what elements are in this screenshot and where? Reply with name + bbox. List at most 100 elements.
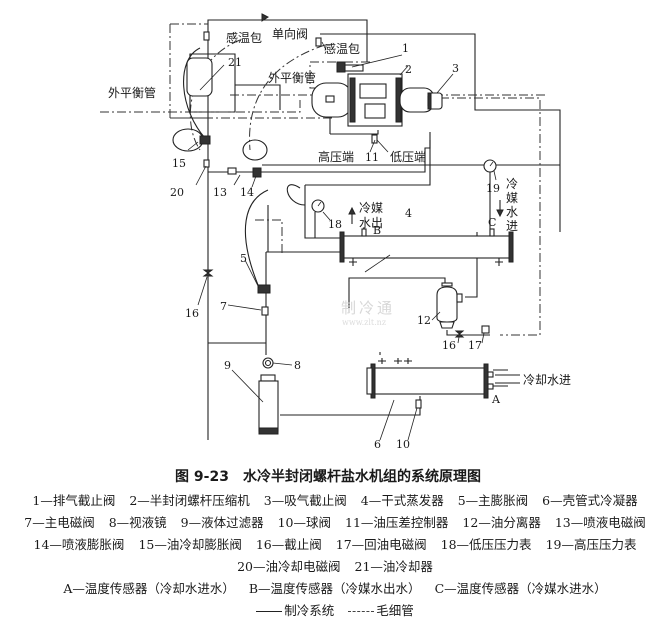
legend-row-4: 20—油冷却电磁阀 21—油冷却器 <box>0 556 670 578</box>
oil-return-solenoid-valve <box>481 325 490 334</box>
sensor-b-label: B <box>373 224 381 237</box>
part-number-12: 12 <box>417 314 431 327</box>
stop-valve-right <box>454 330 465 338</box>
figure-title: 图 9-23 水冷半封闭螺杆盐水机组的系统原理图 <box>0 466 670 486</box>
oil-separator <box>436 282 463 329</box>
watermark-url: www.zlt.nz <box>342 318 386 327</box>
legend-item: 14—喷液膨胀阀 <box>33 537 125 552</box>
ball-valve <box>415 399 422 409</box>
solid-line-swatch <box>256 611 283 612</box>
part-number-9: 9 <box>224 359 231 372</box>
figure-title-text: 水冷半封闭螺杆盐水机组的系统原理图 <box>242 469 481 485</box>
brine-in-char-4: 进 <box>506 219 518 233</box>
system-schematic: 制冷通 www.zlt.nz 感温包 单向阀 感温包 外平衡管 外平衡管 高压端… <box>100 13 571 451</box>
legend-row-1: 1—排气截止阀 2—半封闭螺杆压缩机 3—吸气截止阀 4—干式蒸发器 5—主膨胀阀 6—壳… <box>0 490 670 512</box>
legend-item: 17—回油电磁阀 <box>335 537 427 552</box>
part-number-17: 17 <box>468 339 482 352</box>
screw-compressor <box>311 61 443 127</box>
arrow-head-up-icon <box>348 206 356 215</box>
part-number-8: 8 <box>294 359 301 372</box>
legend-item: C—温度传感器（冷媒水进水） <box>434 581 607 596</box>
check-valve-label: 单向阀 <box>272 26 308 41</box>
dry-evaporator <box>339 228 514 266</box>
high-pressure-gauge <box>483 159 497 173</box>
sensing-bulb-left <box>203 31 210 41</box>
legend-item: 4—干式蒸发器 <box>360 493 444 508</box>
legend-row-5: A—温度传感器（冷却水进水） B—温度传感器（冷媒水出水） C—温度传感器（冷媒水进… <box>0 578 670 600</box>
capillary-lines <box>100 23 545 336</box>
figure-number: 图 9-23 <box>175 469 229 485</box>
oil-cooling-solenoid-valve <box>203 159 210 168</box>
sight-glass <box>262 357 274 369</box>
oil-cooling-expansion-valve <box>199 135 211 145</box>
part-number-1: 1 <box>402 42 409 55</box>
oil-cooler <box>186 57 213 97</box>
injection-solenoid-valve <box>227 167 237 175</box>
legend-item: 21—油冷却器 <box>354 559 433 574</box>
legend-item: 7—主电磁阀 <box>24 515 95 530</box>
legend-item: 1—排气截止阀 <box>32 493 116 508</box>
main-expansion-valve <box>257 284 271 294</box>
part-number-18: 18 <box>328 218 342 231</box>
brine-out-label-2: 水出 <box>359 216 383 230</box>
shell-tube-condenser <box>366 358 508 399</box>
legend-item: A—温度传感器（冷却水进水） <box>63 581 235 596</box>
high-pressure-end-label: 高压端 <box>318 149 354 164</box>
legend-item: 8—视液镜 <box>108 515 167 530</box>
legend-solid-label: 制冷系统 <box>284 603 335 618</box>
cooling-water-in-label: 冷却水进 <box>523 373 571 387</box>
low-pressure-end-label: 低压端 <box>390 150 426 164</box>
legend-item: 15—油冷却膨胀阀 <box>138 537 242 552</box>
legend-dashed-label: 毛细管 <box>376 603 414 618</box>
legend-item: 5—主膨胀阀 <box>457 493 529 508</box>
stop-valve-left <box>202 269 214 277</box>
brine-in-char-2: 媒 <box>506 191 518 205</box>
part-number-16-left: 16 <box>185 307 199 320</box>
part-number-13: 13 <box>213 186 227 199</box>
part-number-2: 2 <box>405 63 412 76</box>
part-number-19: 19 <box>486 182 500 195</box>
legend-item: 20—油冷却电磁阀 <box>237 559 341 574</box>
external-equalizer-left-label: 外平衡管 <box>108 85 156 100</box>
part-number-5: 5 <box>240 252 247 265</box>
oil-pressure-controller <box>371 134 378 144</box>
brine-out-label-1: 冷媒 <box>359 201 383 215</box>
legend-item: 16—截止阀 <box>255 537 322 552</box>
part-number-14: 14 <box>240 186 254 199</box>
liquid-filter <box>258 374 279 435</box>
legend-item: 6—壳管式冷凝器 <box>542 493 638 508</box>
legend-item: 9—液体过滤器 <box>180 515 264 530</box>
part-number-6: 6 <box>374 438 381 451</box>
sensing-bulb-left-label: 感温包 <box>226 30 262 45</box>
legend-item: B—温度传感器（冷媒水出水） <box>248 581 421 596</box>
sensor-a-label: A <box>491 393 501 406</box>
part-number-11: 11 <box>365 151 379 164</box>
injection-expansion-valve <box>252 167 262 178</box>
sensor-c-label: C <box>488 216 496 229</box>
legend-item: 3—吸气截止阀 <box>263 493 347 508</box>
legend-dashed: 毛细管 <box>348 603 414 618</box>
legend-item: 13—喷液电磁阀 <box>554 515 646 530</box>
legend-item: 18—低压压力表 <box>440 537 532 552</box>
external-equalizer-right-label: 外平衡管 <box>268 70 316 85</box>
arrow-head-down-icon <box>496 209 504 218</box>
leader-lines <box>187 41 497 441</box>
brine-in-char-1: 冷 <box>506 177 518 191</box>
dashed-line-swatch <box>348 611 375 612</box>
part-number-7: 7 <box>220 300 227 313</box>
sensing-bulb-right-label: 感温包 <box>324 41 360 56</box>
legend-solid: 制冷系统 <box>256 603 334 618</box>
part-number-10: 10 <box>396 438 410 451</box>
sensing-bulb-right <box>315 37 322 47</box>
legend-item: 2—半封闭螺杆压缩机 <box>129 493 250 508</box>
part-number-20: 20 <box>170 186 184 199</box>
part-number-3: 3 <box>452 62 459 75</box>
check-valve <box>261 13 269 22</box>
line-type-legend: 制冷系统 毛细管 <box>0 600 670 622</box>
legend-item: 12—油分离器 <box>462 515 541 530</box>
main-solenoid-valve <box>261 306 269 316</box>
part-number-4: 4 <box>405 207 412 220</box>
brine-in-char-3: 水 <box>506 205 518 219</box>
